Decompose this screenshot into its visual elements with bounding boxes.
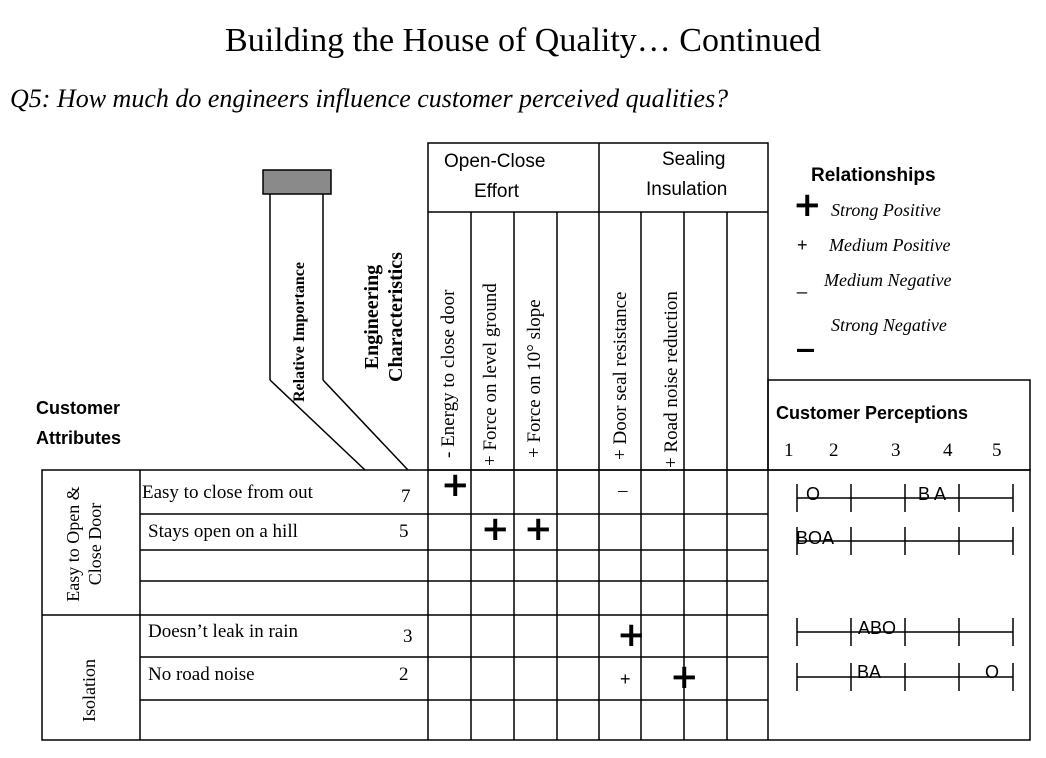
char-energy-to-close: - Energy to close door [438, 290, 460, 459]
perception-row1-a: O [806, 484, 821, 504]
customer-attributes-line2: Attributes [36, 428, 121, 448]
group-open-close-line1: Open-Close [444, 151, 546, 172]
mark-strong-positive: + [670, 657, 699, 697]
mark-strong-positive: + [441, 465, 470, 505]
mark-medium-positive: + [620, 669, 631, 689]
mark-medium-negative: – [618, 480, 628, 501]
medium-negative-label: Medium Negative [824, 270, 952, 290]
medium-positive-label: Medium Positive [829, 235, 951, 255]
perception-row2: BOA [796, 528, 835, 548]
scale-5: 5 [992, 440, 1002, 461]
row-attribute-1: Easy to close from out [142, 482, 313, 503]
engineering-label-line2: Characteristics [385, 252, 407, 382]
char-label: Force on 10° slope [524, 299, 545, 443]
row-importance-2: 5 [399, 521, 409, 542]
perception-row4-b: O [985, 662, 1000, 682]
engineering-label-line1: Engineering [361, 264, 383, 370]
mark-strong-positive: + [617, 615, 646, 655]
char-label: Force on level ground [480, 283, 501, 451]
customer-attributes-line1: Customer [36, 398, 121, 418]
char-label: Door seal resistance [610, 291, 631, 445]
char-sign: + [661, 457, 682, 468]
group-open-close-line2: Effort [474, 181, 520, 202]
char-label: Energy to close door [438, 289, 459, 447]
row-group-easy-open: Easy to Open & Close Door [63, 486, 105, 602]
char-force-level-ground: + Force on level ground [480, 283, 502, 466]
char-sign: + [480, 455, 501, 466]
mark-strong-positive: + [524, 509, 553, 549]
strong-negative-symbol: _ [797, 313, 814, 353]
row-importance-1: 7 [401, 486, 411, 507]
scale-1: 1 [784, 440, 794, 461]
perception-row1-b: B A [918, 484, 947, 504]
perception-row3: ABO [858, 618, 897, 638]
char-sign: + [610, 449, 631, 460]
char-sign: - [438, 451, 459, 458]
row-attribute-3: Doesn’t leak in rain [148, 621, 299, 642]
customer-perceptions-title: Customer Perceptions [776, 403, 969, 423]
row-importance-4: 2 [399, 664, 409, 685]
relative-importance-label: Relative Importance [291, 262, 308, 402]
char-road-noise-reduction: + Road noise reduction [661, 291, 683, 468]
row-attribute-4: No road noise [148, 664, 255, 685]
relationships-title: Relationships [811, 165, 936, 186]
char-door-seal-resistance: + Door seal resistance [610, 292, 632, 460]
page-subtitle: Q5: How much do engineers influence cust… [10, 84, 729, 113]
medium-positive-symbol: + [797, 235, 808, 255]
mark-strong-positive: + [481, 509, 510, 549]
row-importance-3: 3 [403, 626, 413, 647]
char-force-slope: + Force on 10° slope [524, 299, 546, 458]
row-group-isolation: Isolation [79, 659, 99, 722]
scale-3: 3 [891, 440, 901, 461]
page-title: Building the House of Quality… Continued [225, 22, 821, 59]
row-attribute-2: Stays open on a hill [148, 521, 298, 542]
scale-2: 2 [829, 440, 839, 461]
perception-row4-a: BA [857, 662, 882, 682]
scale-4: 4 [943, 440, 953, 461]
group-sealing-line1: Sealing [662, 149, 726, 170]
char-label: Road noise reduction [661, 291, 682, 453]
strong-positive-label: Strong Positive [831, 200, 941, 220]
strong-positive-symbol: + [793, 185, 822, 225]
engineering-characteristics-label: Engineering Characteristics [360, 252, 408, 382]
group-sealing-line2: Insulation [646, 179, 728, 200]
char-sign: + [524, 447, 545, 458]
medium-negative-symbol: _ [797, 274, 808, 294]
strong-negative-label: Strong Negative [831, 315, 947, 335]
